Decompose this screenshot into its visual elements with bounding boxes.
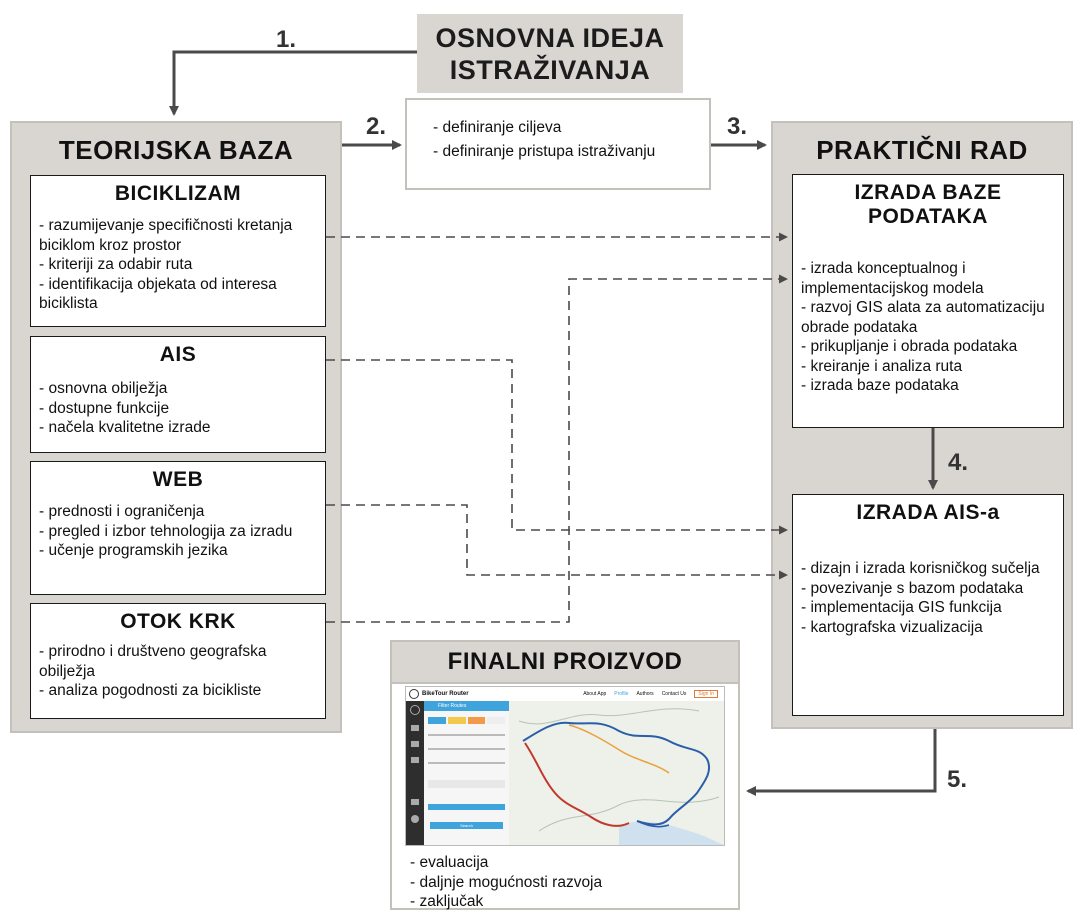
surface-options[interactable] [428,780,505,788]
arrow-5 [746,729,937,796]
biciklizam-list: - razumijevanje specifičnosti kretanja b… [39,216,317,314]
web-list: - prednosti i ograničenja - pregled i iz… [39,502,317,561]
app-map[interactable] [509,701,724,845]
nav-item[interactable]: Contact Us [661,691,687,697]
teorijska-baza-title: TEORIJSKA BAZA [58,135,294,165]
step-label-4: 4. [948,449,969,476]
izrada-baze-list: - izrada konceptualnog i implementacijsk… [801,259,1055,396]
list-item: - analiza pogodnosti za bicikliste [39,682,262,699]
list-item: - razvoj GIS alata za automatizaciju obr… [801,299,1045,336]
list-item: - identifikacija objekata od interesa bi… [39,275,277,313]
otok-krk-box: OTOK KRK - prirodno i društveno geografs… [30,603,326,719]
list-item: - dizajn i izrada korisničkog sučelja [801,560,1040,577]
otok-krk-title: OTOK KRK [120,610,236,633]
ais-title: AIS [159,343,197,366]
web-title: WEB [152,468,204,491]
web-box: WEB - prednosti i ograničenja - pregled … [30,461,326,595]
list-item: - kreiranje i analiza ruta [801,357,963,375]
settings-icon[interactable] [411,799,419,805]
biciklizam-title: BICIKLIZAM [114,182,242,205]
list-item: - izrada konceptualnog i implementacijsk… [801,260,984,297]
step-label-1: 1. [276,26,297,53]
difficulty-chip[interactable] [428,717,446,724]
arrow-1 [169,50,417,116]
route-icon[interactable] [411,741,419,747]
dashed-ais-to-izrada-ais [326,359,788,535]
list-item: - načela kvalitetne izrade [39,419,211,436]
difficulty-chip[interactable] [447,717,466,724]
prakticni-rad-title: PRAKTIČNI RAD [816,135,1028,165]
biciklizam-box: BICIKLIZAM - razumijevanje specifičnosti… [30,175,326,327]
app-brand: BikeTour Router [422,691,469,697]
step-label-5: 5. [947,766,968,793]
list-item: - evaluacija [410,854,489,871]
list-item: - prirodno i društveno geografska obilje… [39,643,267,680]
poi-slider[interactable] [428,762,505,764]
ciljevi-box: - definiranje ciljeva - definiranje pris… [405,98,711,190]
finalni-list: - evaluacija - daljnje mogućnosti razvoj… [410,853,602,912]
dashed-web-to-izrada-ais [326,504,788,580]
nav-item[interactable]: About App [583,691,607,697]
step-label-2: 2. [366,113,387,140]
izrada-ais-list: - dizajn i izrada korisničkog sučelja - … [801,559,1055,637]
izrada-baze-title-1: IZRADA BAZE [854,181,1002,204]
list-item: - učenje programskih jezika [39,542,228,559]
length-slider[interactable] [428,734,505,736]
bike-logo-icon [409,689,419,699]
izrada-ais-box: IZRADA AIS-a - dizajn i izrada korisničk… [792,494,1064,716]
list-item: - daljnje mogućnosti razvoja [410,873,603,891]
signin-button[interactable]: Sign In [694,690,718,698]
route-line-secondary [636,820,670,828]
route-type-toggle[interactable] [428,804,505,810]
filter-panel-title: Filter Routes [424,701,509,711]
list-item: - dostupne funkcije [39,399,170,417]
route-line-red [524,742,630,827]
list-item: - kriteriji za odabir ruta [39,256,193,273]
osnovna-ideja-box: OSNOVNA IDEJA ISTRAŽIVANJA [417,14,683,93]
list-item: - razumijevanje specifičnosti kretanja b… [39,217,293,254]
izrada-ais-title: IZRADA AIS-a [856,501,1000,524]
list-item: - povezivanje s bazom podataka [801,579,1024,597]
finalni-proizvod-title: FINALNI PROIZVOD [447,648,683,675]
finalni-proizvod-header: FINALNI PROIZVOD [390,640,740,684]
list-item: - pregled i izbor tehnologija za izradu [39,522,293,540]
layers-icon[interactable] [411,725,419,731]
search-button[interactable]: Search [430,822,503,829]
list-item: - osnovna obilježja [39,380,168,397]
list-item: - izrada baze podataka [801,377,959,394]
ciljevi-list: - definiranje ciljeva - definiranje pris… [433,118,709,161]
app-sidebar [406,701,424,845]
route-line-orange [568,724,670,774]
ais-box: AIS - osnovna obilježja - dostupne funkc… [30,336,326,453]
app-screenshot: BikeTour Router About App Profile Author… [405,686,725,846]
route-line-blue [522,721,711,826]
list-item: - prednosti i ograničenja [39,503,205,520]
difficulty-chip[interactable] [487,717,505,724]
folder-icon[interactable] [411,757,419,763]
list-item: - kartografska vizualizacija [801,618,983,636]
osnovna-ideja-line2: ISTRAŽIVANJA [449,55,651,85]
step-label-3: 3. [727,113,748,140]
izrada-baze-box: IZRADA BAZE PODATAKA - izrada konceptual… [792,174,1064,428]
ais-list: - osnovna obilježja - dostupne funkcije … [39,379,317,438]
otok-krk-list: - prirodno i društveno geografska obilje… [39,642,317,701]
izrada-baze-title-2: PODATAKA [868,205,988,228]
help-icon[interactable] [411,815,419,823]
osnovna-ideja-line1: OSNOVNA IDEJA [435,23,665,53]
nav-item[interactable]: Profile [614,691,629,697]
list-item: - prikupljanje i obrada podataka [801,338,1018,355]
list-item: - implementacija GIS funkcija [801,599,1002,616]
nav-item[interactable]: Authors [636,691,654,697]
dashed-krk-to-baza [326,274,788,623]
search-icon[interactable] [410,705,420,715]
list-item: - zaključak [410,893,484,910]
list-item: - definiranje ciljeva [433,119,562,136]
elevation-slider[interactable] [428,748,505,750]
difficulty-chip[interactable] [467,717,486,724]
app-filter-panel: Filter Routes Search [424,701,509,845]
list-item: - definiranje pristupa istraživanju [433,142,656,160]
